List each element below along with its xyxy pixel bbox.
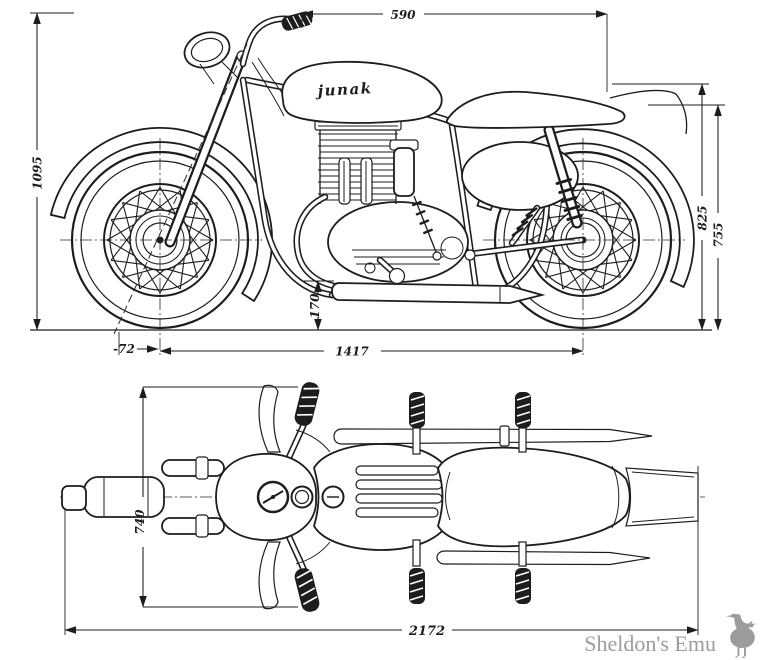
fuel-cap: [321, 485, 345, 509]
fender-wing-upper: [258, 384, 281, 453]
watermark: Sheldon's Emu: [584, 613, 756, 658]
footpeg-front-lower: [408, 567, 426, 605]
front-wheel-top: [61, 476, 165, 518]
rear-fender-top: [625, 467, 699, 527]
dim-2172: 2172: [64, 466, 699, 639]
shock-spring: [508, 204, 541, 247]
steering-axis: [113, 43, 248, 335]
brake-rod: [412, 195, 442, 261]
top-view: 740 2172: [60, 379, 705, 639]
side-view: junak: [30, 8, 726, 359]
carburetor: [389, 139, 419, 197]
grip-upper: [292, 379, 322, 429]
rear-rack: [609, 89, 688, 135]
dim-170-label: 170: [308, 293, 322, 319]
ammeter-gauge: [290, 485, 314, 509]
side-cover: [461, 141, 579, 211]
dim-170: 170: [304, 280, 334, 331]
rear-wheel-spokes: [529, 186, 637, 294]
headlamp-nacelle: [215, 453, 317, 541]
dim-740: 740: [133, 386, 298, 608]
footpeg-rear-lower: [514, 567, 532, 605]
exhaust-upper: [333, 428, 653, 445]
tank-top: [313, 443, 453, 551]
seat-top: [437, 446, 631, 548]
front-wheel-spokes: [106, 186, 214, 294]
dim-590-label: 590: [390, 8, 416, 22]
dim-590: 590: [301, 8, 608, 92]
dim-825: 825: [612, 83, 710, 331]
footpegs: [408, 391, 532, 605]
dim-1417: 1417: [159, 345, 584, 359]
dim-740-label: 740: [133, 509, 147, 535]
tank-logo: junak: [314, 79, 373, 100]
exhaust-clamp: [499, 425, 510, 447]
exhaust-lower: [436, 550, 651, 566]
fender-wing-lower: [258, 541, 281, 610]
footpeg-front-upper: [408, 391, 426, 429]
tank-pads: [355, 465, 443, 518]
dim-755: 755: [648, 104, 726, 331]
center-lines: [60, 43, 685, 357]
dim-2172-label: 2172: [408, 624, 445, 639]
rear-fender: [476, 128, 695, 289]
muffler: [331, 282, 546, 304]
dim-trail: -72: [113, 332, 159, 356]
dim-trail-label: -72: [113, 342, 135, 356]
watermark-text: Sheldon's Emu: [584, 631, 716, 656]
handlebar: [239, 9, 315, 68]
cylinder: [314, 117, 402, 205]
headlamp: [183, 31, 239, 85]
handlebar-grip: [279, 9, 315, 33]
fork-tubes-top: [161, 456, 225, 538]
fuel-tank: junak: [281, 60, 443, 124]
front-fender: [49, 126, 273, 303]
kickstart-pedal: [376, 256, 406, 285]
dim-825-label: 825: [696, 205, 710, 230]
dim-1095: 1095: [30, 12, 74, 331]
dim-755-label: 755: [712, 222, 726, 247]
dim-1095-label: 1095: [31, 156, 45, 189]
rear-shock: [543, 124, 583, 229]
footpeg-rear-upper: [514, 391, 532, 429]
speedometer-gauge: [256, 480, 290, 514]
grip-lower: [292, 565, 322, 615]
dim-1417-label: 1417: [335, 345, 369, 359]
seat: [445, 89, 688, 135]
emu-icon: [725, 613, 756, 658]
engine: [314, 117, 469, 283]
